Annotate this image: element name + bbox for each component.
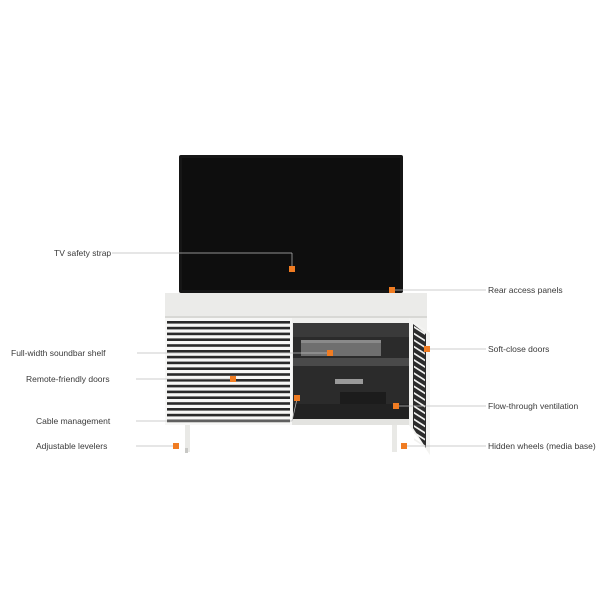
- marker-hidden-wheels: [401, 443, 407, 449]
- marker-cable-management: [294, 395, 300, 401]
- label-soft-close-doors: Soft-close doors: [488, 344, 550, 354]
- callout-markers: [173, 266, 430, 449]
- label-soundbar-shelf: Full-width soundbar shelf: [11, 348, 106, 358]
- marker-tv-safety-strap: [289, 266, 295, 272]
- label-cable-management: Cable management: [36, 416, 111, 426]
- television: [179, 155, 403, 304]
- marker-rear-access-panels: [389, 287, 395, 293]
- leader-lines: [112, 252, 486, 447]
- right-open-door: [409, 318, 430, 455]
- left-slatted-door: [165, 318, 292, 425]
- cabinet: [165, 293, 427, 453]
- marker-flow-through-ventilation: [393, 403, 399, 409]
- label-adjustable-levelers: Adjustable levelers: [36, 441, 108, 451]
- label-tv-safety-strap: TV safety strap: [54, 248, 112, 258]
- label-remote-friendly-doors: Remote-friendly doors: [26, 374, 110, 384]
- label-flow-through-ventilation: Flow-through ventilation: [488, 401, 579, 411]
- marker-adjustable-levelers: [173, 443, 179, 449]
- label-hidden-wheels: Hidden wheels (media base): [488, 441, 596, 451]
- label-rear-access-panels: Rear access panels: [488, 285, 563, 295]
- marker-soundbar-shelf: [327, 350, 333, 356]
- marker-remote-friendly-doors: [230, 376, 236, 382]
- marker-soft-close-doors: [424, 346, 430, 352]
